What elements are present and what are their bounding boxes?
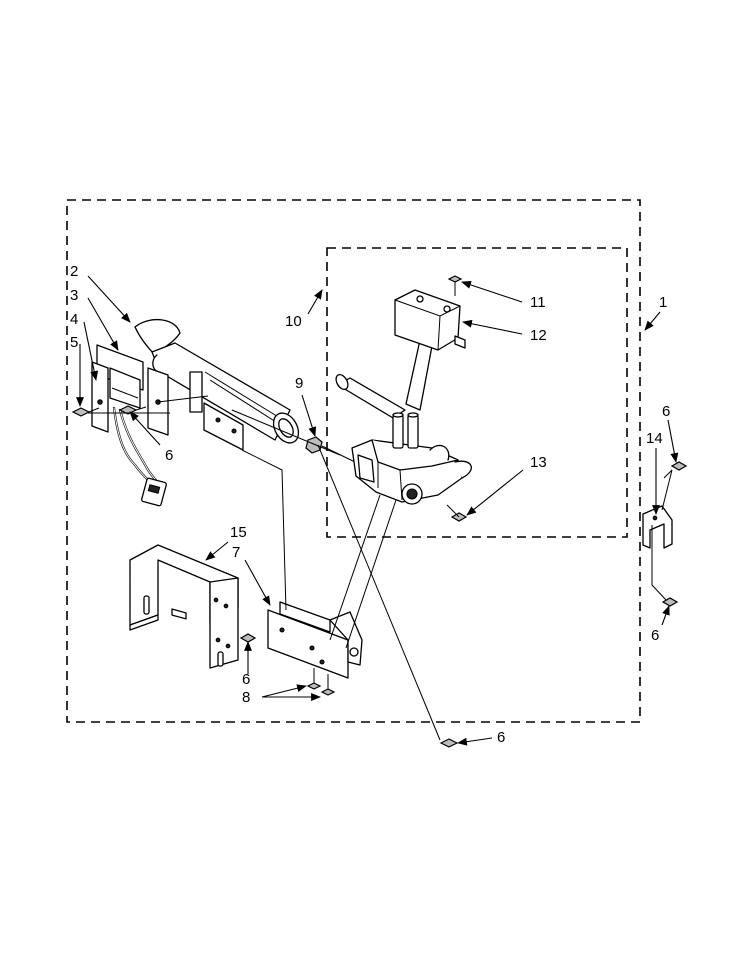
gas-valve <box>335 373 472 505</box>
callout-8: 8 <box>242 689 250 706</box>
callout-12: 12 <box>530 327 547 344</box>
screw-8-b <box>320 674 336 696</box>
callout-15: 15 <box>230 524 247 541</box>
callout-3: 3 <box>70 287 78 304</box>
callout-5: 5 <box>70 334 78 351</box>
orifice <box>305 436 356 463</box>
callout-9: 9 <box>295 375 303 392</box>
callout-6-right-bottom: 6 <box>651 627 659 644</box>
flame-sensor <box>394 289 466 411</box>
callout-2: 2 <box>70 263 78 280</box>
valve-subassembly-frame <box>326 247 628 538</box>
assembly-outer-frame <box>66 199 641 723</box>
callout-11: 11 <box>530 294 546 311</box>
screw-bracket-6 <box>239 633 257 643</box>
igniter-wires <box>112 406 167 507</box>
leader-lines <box>76 275 679 746</box>
callout-6-bracket: 6 <box>242 671 250 688</box>
clip-14 <box>642 505 673 549</box>
main-bracket <box>129 544 239 669</box>
mounting-plate <box>267 601 363 679</box>
screw-right-top <box>663 461 688 479</box>
screw-left-a <box>71 407 100 417</box>
screw-11 <box>447 275 463 296</box>
screw-8-a <box>306 668 322 690</box>
screw-right-bottom <box>661 597 679 607</box>
callout-1: 1 <box>659 294 667 311</box>
callout-7: 7 <box>232 544 240 561</box>
callout-6-left: 6 <box>165 447 173 464</box>
callout-6-right-top: 6 <box>662 403 670 420</box>
callout-4: 4 <box>70 311 78 328</box>
burner-tube <box>134 319 300 451</box>
callout-13: 13 <box>530 454 547 471</box>
callout-10: 10 <box>285 313 302 330</box>
alignment-lines <box>157 395 673 741</box>
screw-13 <box>446 504 468 522</box>
screw-bottom-6 <box>439 738 459 748</box>
callout-14: 14 <box>646 430 663 447</box>
callout-6-bottom: 6 <box>497 729 505 746</box>
